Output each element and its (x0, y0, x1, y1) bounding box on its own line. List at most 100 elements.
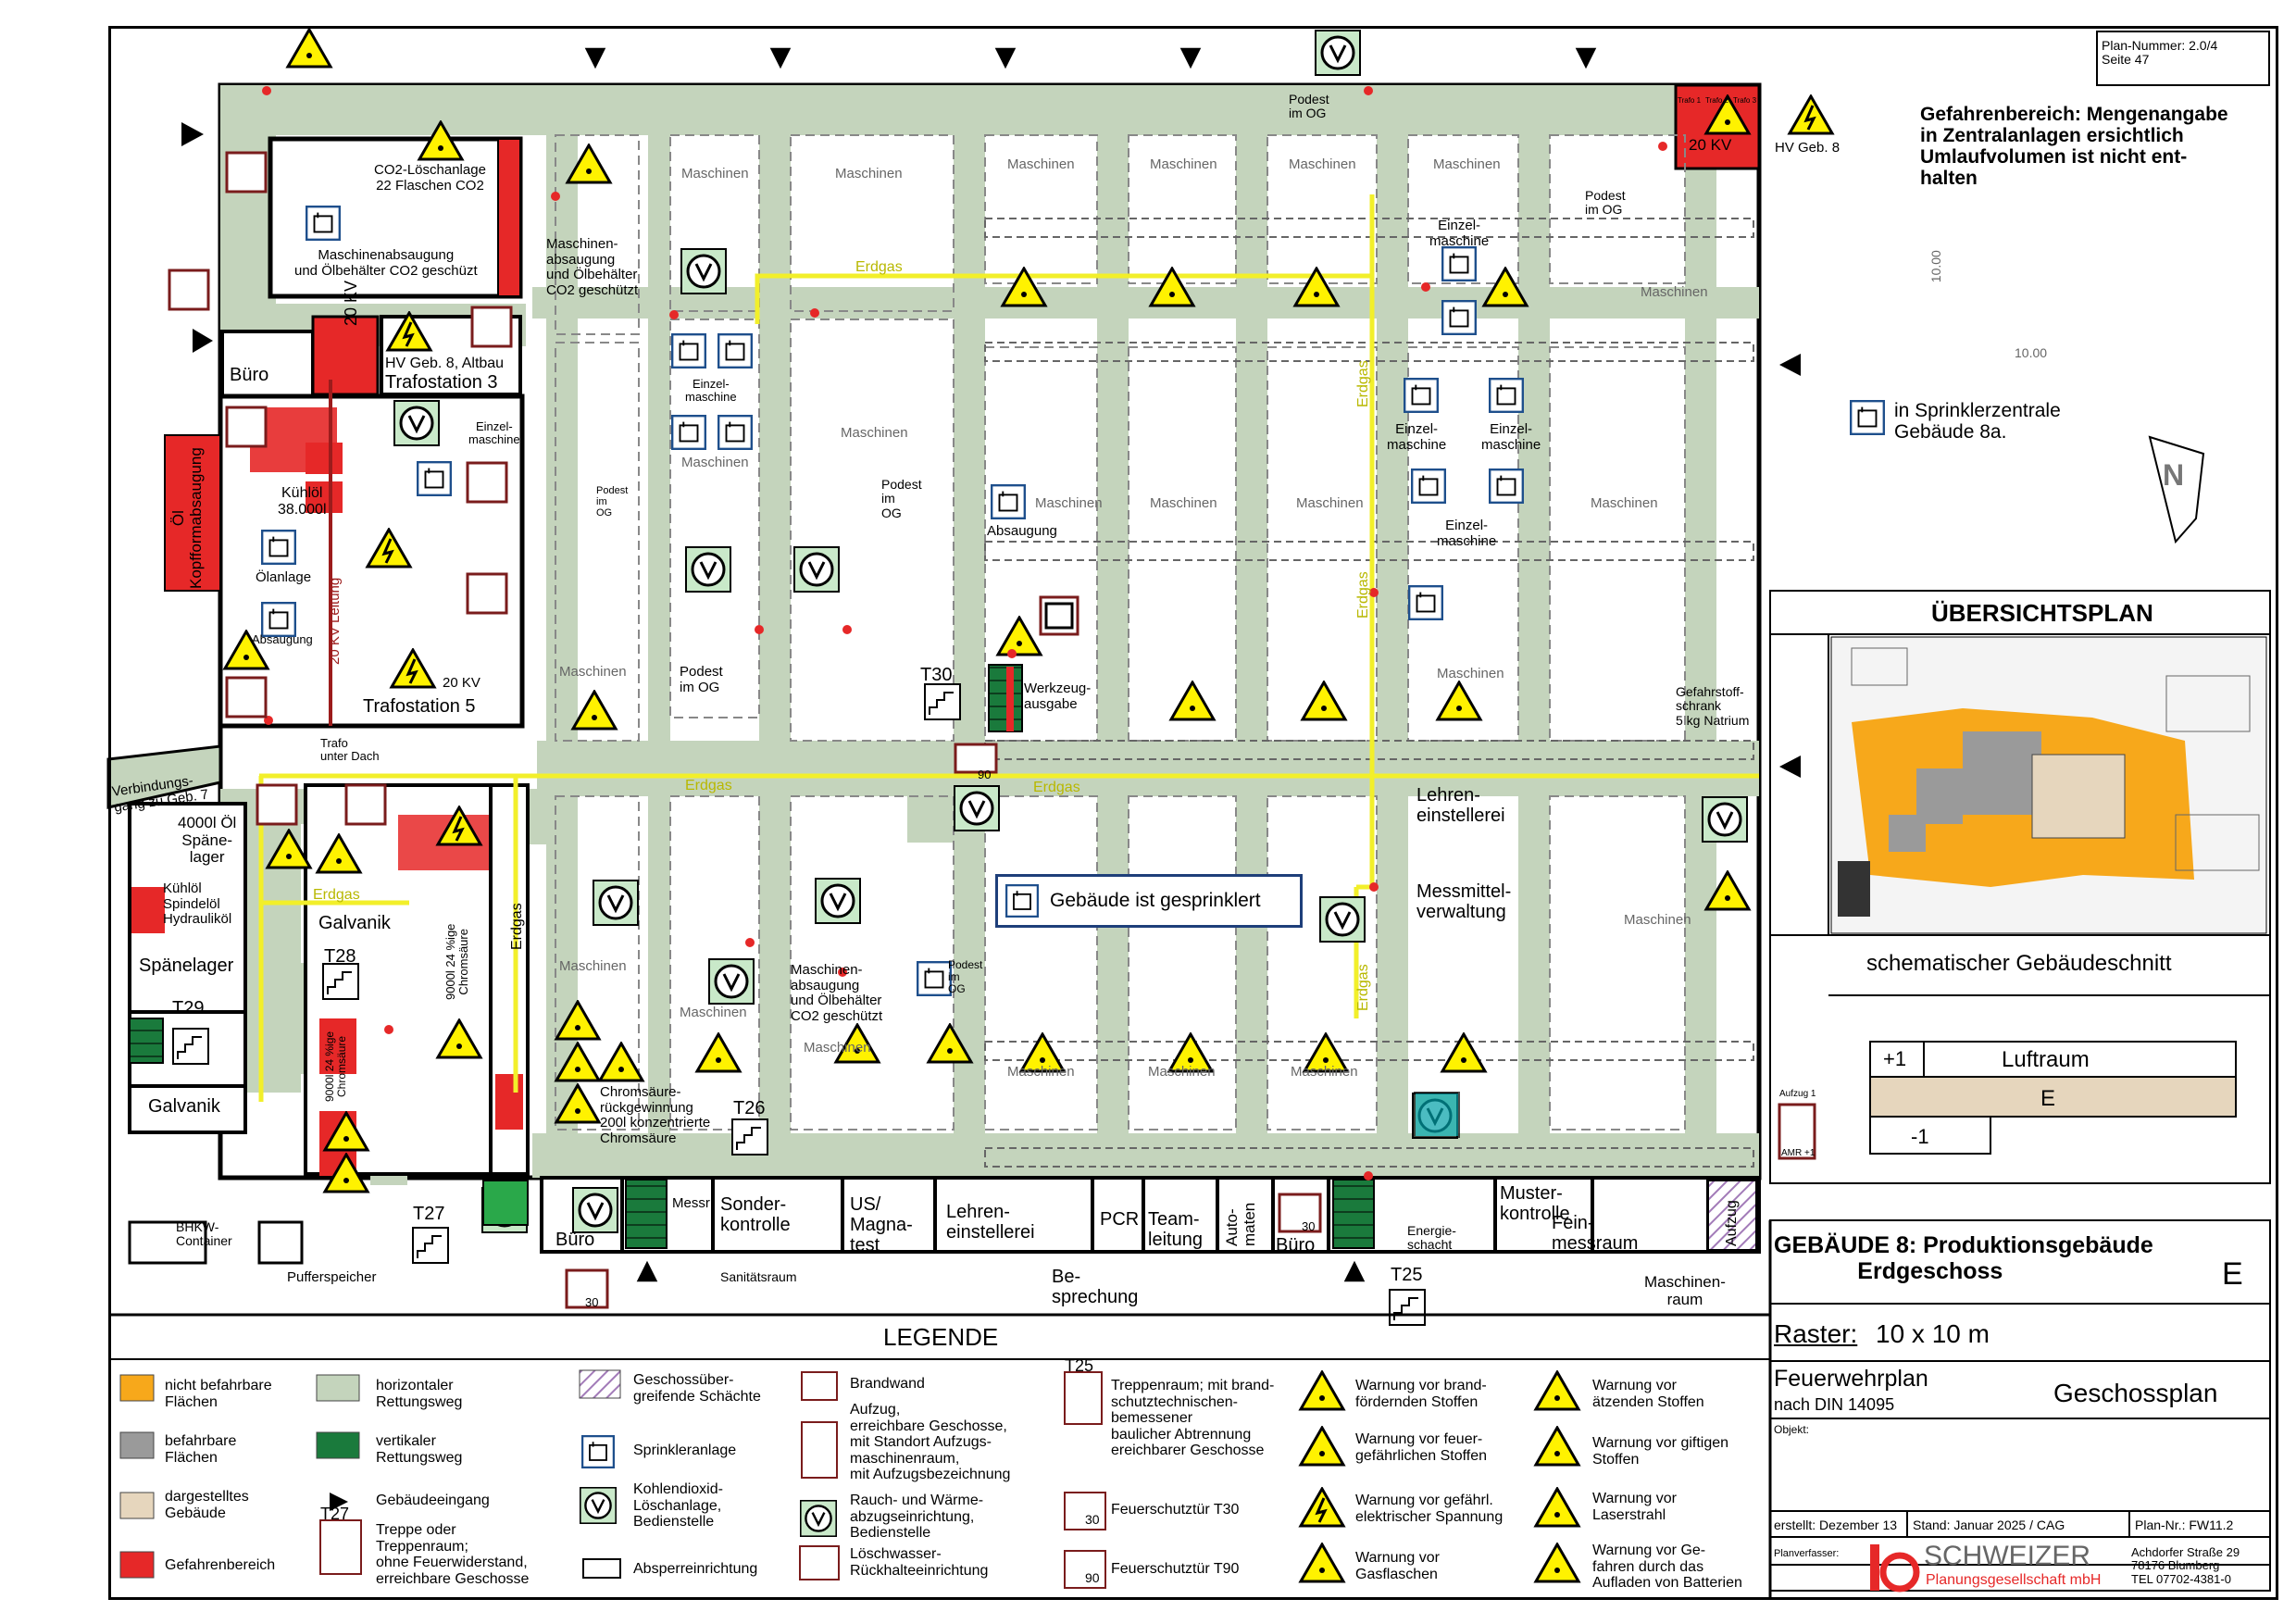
legend-text: Brandwand (850, 1376, 925, 1392)
kv20-station5-label: 20 KV (443, 675, 480, 691)
section-schematic (1869, 1041, 2237, 1155)
podest-short-label: Podest im OG (881, 477, 922, 520)
einzelmaschine-label: Einzel- maschine (1429, 218, 1490, 249)
kv20-top-label: 20 KV (1689, 136, 1732, 154)
legend-text: horizontaler Rettungsweg (376, 1378, 463, 1410)
legend-text: Geschossüber- greifende Schächte (633, 1372, 761, 1405)
maschinen-label: Maschinen (559, 664, 627, 680)
legend-text: Aufzug, erreichbare Geschosse, mit Stand… (850, 1402, 1011, 1483)
pufferspeicher-label: Pufferspeicher (287, 1269, 377, 1285)
feinmessraum-label: Fein- messraum (1552, 1213, 1639, 1254)
legend-text: Warnung vor ätzenden Stoffen (1592, 1378, 1704, 1410)
legend-text: Warnung vor giftigen Stoffen (1592, 1435, 1729, 1468)
trafo-label: Trafo 2 (1705, 96, 1729, 105)
erdgas-label: Erdgas (1033, 780, 1080, 795)
maschinen-label: Maschinen (841, 425, 908, 441)
teamleitung-label: Team- leitung (1148, 1209, 1203, 1250)
absaugung-left-label: Absaugung (252, 632, 313, 646)
stand-label: Stand: Januar 2025 / CAG (1913, 1518, 2065, 1532)
legend-text: Feuerschutztür T30 (1111, 1502, 1240, 1518)
hazard-note: Gefahrenbereich: Mengenangabe in Zentral… (1920, 104, 2228, 190)
lehreneinstellerei-bottom-label: Lehren- einstellerei (946, 1202, 1035, 1243)
chromsaeure-rueck-label: Chromsäure- rückgewinnung 200l konzentri… (600, 1084, 711, 1146)
legend-t27: T27 (320, 1505, 350, 1523)
sprinklered-box: Gebäude ist gesprinklert (995, 874, 1303, 928)
buero-bottom-label: Büro (555, 1230, 595, 1250)
einzelmaschine-label: Einzel- maschine (468, 419, 520, 447)
sonderkontrolle-label: Sonder- kontrolle (720, 1194, 791, 1235)
oelanlage-label: Ölanlage (256, 569, 312, 585)
einzelmaschine-label: Einzel- maschine (685, 377, 737, 405)
co2-loeschanlage-label: CO2-Löschanlage 22 Flaschen CO2 (374, 162, 486, 194)
masch-absaug-mid-label: Maschinen- absaugung und Ölbehälter CO2 … (546, 236, 639, 298)
sanitaetsraum-label: Sanitätsraum (720, 1269, 797, 1284)
erdgas-label: Erdgas (855, 259, 903, 275)
company-sub: Planungsgesellschaft mbH (1926, 1572, 2102, 1588)
stair-green-4 (129, 1018, 164, 1064)
legend-title: LEGENDE (883, 1323, 999, 1351)
musterkontrolle-label: Muster- kontrolle (1500, 1183, 1570, 1224)
galvanik-top-label: Galvanik (318, 913, 391, 933)
geschossplan: Geschossplan (2053, 1379, 2218, 1407)
maschinen-label: Maschinen (680, 1005, 747, 1020)
company-address: Achdorfer Straße 29 78176 Blumberg TEL 0… (2131, 1545, 2240, 1586)
stair-green-1 (625, 1179, 668, 1249)
legend-text: Treppe oder Treppenraum; ohne Feuerwider… (376, 1522, 530, 1587)
trafostation3-label: Trafostation 3 (385, 372, 498, 393)
legend-text: Warnung vor Ge- fahren durch das Auflade… (1592, 1543, 1742, 1592)
fire-door-label: 90 (978, 768, 992, 781)
masch-absaug-low-label: Maschinen- absaugung und Ölbehälter CO2 … (791, 962, 883, 1024)
plan-type: Feuerwehrplan (1774, 1366, 1928, 1392)
room-spaenelager (128, 802, 247, 1014)
fire-door-label: 30 (585, 1295, 599, 1309)
company-logo (1870, 1544, 1920, 1593)
stair-green-2 (1332, 1179, 1375, 1249)
maschinen-label: Maschinen (681, 166, 749, 181)
podest-short-label: Podest im OG (948, 958, 983, 996)
podest-label: Podest im OG (1585, 188, 1626, 218)
einzelmaschine-label: Einzel- maschine (1437, 518, 1497, 549)
maschinen-label: Maschinen (1007, 156, 1075, 172)
hv-geb8-label: HV Geb. 8 (1775, 140, 1841, 156)
erstellt-label: erstellt: Dezember 13 (1774, 1518, 1898, 1532)
maschinen-label: Maschinen (835, 166, 903, 181)
section-minus1: -1 (1911, 1125, 1929, 1148)
aufzug-symbol-label: Aufzug 1 (1779, 1089, 1816, 1099)
maschinen-label: Maschinen (1291, 1064, 1358, 1080)
kuehloel-label: Kühlöl 38.000l (278, 485, 327, 518)
lehreneinstellerei-label: Lehren- einstellerei (1416, 785, 1505, 826)
spaenelager-top-label: 4000l Öl Späne- lager (178, 814, 237, 867)
legend-text: Rauch- und Wärme- abzugseinrichtung, Bed… (850, 1493, 984, 1542)
north-label: N (2163, 458, 2185, 492)
norm: nach DIN 14095 (1774, 1395, 1895, 1414)
legend-text: Kohlendioxid- Löschanlage, Bedienstelle (633, 1481, 723, 1530)
us-magnatest-label: US/ Magna- test (850, 1194, 913, 1255)
red-oil-kopf (164, 434, 221, 592)
spaenelager-bottom-label: Spänelager (139, 956, 234, 976)
building-title: GEBÄUDE 8: Produktionsgebäude Erdgeschos… (1774, 1232, 2153, 1284)
legend-text: Warnung vor Laserstrahl (1592, 1491, 1677, 1523)
north-arrow (2148, 435, 2205, 544)
aufzug-shaft (1707, 1180, 1757, 1251)
amr-label: AMR +1 (1781, 1148, 1816, 1158)
maschinen-label: Maschinen (1150, 495, 1217, 511)
legend-text: Feuerschutztür T90 (1111, 1561, 1240, 1577)
legend-text: Gebäudeeingang (376, 1493, 490, 1508)
stair-t29: T29 (172, 998, 205, 1018)
galvanik-bottom-label: Galvanik (148, 1096, 220, 1117)
planverfasser-label: Planverfasser: (1774, 1548, 1840, 1559)
plan-number-box: Plan-Nummer: 2.0/4 Seite 47 (2102, 38, 2218, 68)
stair-t30: T30 (920, 665, 953, 685)
buero-left-label: Büro (230, 365, 269, 385)
office-strip (540, 1176, 1761, 1254)
legend-door90: 90 (1085, 1570, 1100, 1585)
maschinen-label: Maschinen (1433, 156, 1501, 172)
maschinen-label: Maschinen (1624, 912, 1691, 928)
gefahrstoff-label: Gefahrstoff- schrank 5 kg Natrium (1676, 684, 1750, 728)
werkzeugausgabe-label: Werkzeug- ausgabe (1024, 681, 1092, 712)
legend-text: Gefahrenbereich (165, 1557, 276, 1573)
bhkw-label: BHKW- Container (176, 1219, 232, 1249)
einzelmaschine-label: Einzel- maschine (1387, 421, 1447, 453)
besprechung-label: Be- sprechung (1052, 1267, 1139, 1307)
legend-door30: 30 (1085, 1512, 1100, 1527)
